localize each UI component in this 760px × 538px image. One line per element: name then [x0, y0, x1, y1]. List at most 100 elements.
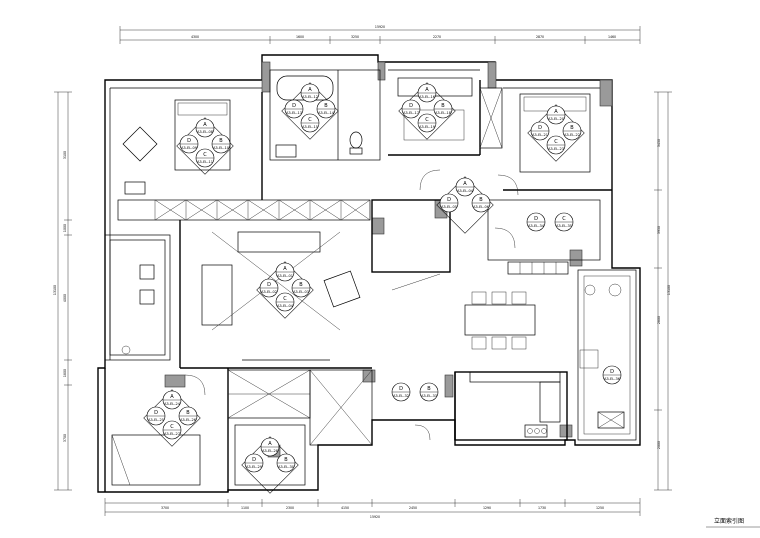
index-sheet-code: A3-EL-20	[548, 117, 565, 121]
drawing-title: 立面索引图	[714, 517, 744, 525]
structural-columns	[164, 61, 613, 458]
index-group-dining: D A3-EL-32 B A3-EL-33	[391, 382, 439, 402]
index-letter: A	[283, 266, 287, 272]
left-dim-3: 4000	[63, 294, 67, 302]
index-frame	[281, 82, 339, 140]
top-dim-1: 4300	[191, 35, 199, 39]
index-sheet-code: A3-EL-01	[277, 274, 293, 278]
index-letter: B	[441, 103, 445, 109]
index-sheet-code: A3-EL-14	[318, 111, 335, 115]
index-group-balcony: DA3-EL-36	[602, 365, 622, 385]
left-dim-1: 3100	[63, 151, 67, 159]
index-letter: A	[170, 394, 174, 400]
index-group-study: A A3-EL-16D A3-EL-17 B A3-EL-18C A3-EL-19	[398, 82, 456, 140]
index-sheet-code: A3-EL-02	[261, 290, 277, 294]
index-sheet-code: A3-EL-10	[213, 146, 230, 150]
index-frame	[176, 117, 234, 175]
index-sheet-code: A3-EL-25	[148, 418, 164, 422]
index-letter: A	[554, 109, 558, 115]
index-sheet-code: A3-EL-04	[277, 304, 294, 308]
index-sheet-code: A3-EL-11	[197, 160, 213, 164]
index-sheet-code: A3-EL-21	[532, 133, 548, 137]
index-letter: D	[252, 457, 256, 463]
index-sheet-code: A3-EL-03	[293, 290, 309, 294]
left-dim-4: 1800	[63, 369, 67, 377]
index-letter: D	[534, 216, 538, 222]
index-letter: A	[308, 87, 312, 93]
right-dim-1: 3450	[657, 139, 661, 147]
index-letter: D	[409, 103, 413, 109]
index-letter: D	[538, 125, 542, 131]
index-letter: C	[170, 424, 174, 430]
top-dim-5: 2870	[536, 35, 544, 39]
index-letter: B	[299, 282, 303, 288]
index-sheet-code: A3-EL-29	[246, 465, 263, 469]
bottom-dim-8: 1250	[596, 506, 604, 510]
index-letter: D	[399, 386, 403, 392]
bottom-dim-2: 1100	[241, 506, 249, 510]
index-letter: B	[186, 410, 190, 416]
bottom-dim-5: 2450	[409, 506, 417, 510]
right-dim-4: 2000	[657, 441, 661, 449]
index-sheet-code: A3-EL-12	[302, 95, 318, 99]
interior-partitions	[104, 69, 637, 492]
index-frame	[436, 176, 494, 234]
right-dim-2: 3950	[657, 226, 661, 234]
index-frame	[143, 389, 201, 447]
index-letter: D	[447, 197, 451, 203]
bottom-dim-7: 1730	[538, 506, 546, 510]
index-sheet-code: A3-EL-33	[421, 394, 437, 398]
index-sheet-code: A3-EL-17	[403, 111, 419, 115]
bottom-total-dim: 15920	[370, 515, 380, 519]
left-total-dim: 13100	[53, 285, 57, 295]
index-letter: D	[292, 103, 296, 109]
index-group-bedroom-2: A A3-EL-20D A3-EL-21 B A3-EL-22C A3-EL-23	[527, 104, 585, 162]
index-sheet-code: A3-EL-19	[419, 125, 436, 129]
index-sheet-code: A3-EL-13	[286, 111, 302, 115]
top-total-dim: 15920	[375, 25, 385, 29]
top-dim-6: 1460	[608, 35, 616, 39]
index-letter: C	[425, 117, 429, 123]
index-letter: C	[203, 152, 207, 158]
index-sheet-code: A3-EL-16	[419, 95, 436, 99]
bottom-dim-4: 4150	[341, 506, 349, 510]
index-sheet-code: A3-EL-15	[302, 125, 318, 129]
index-letter: A	[268, 441, 272, 447]
left-dim-5: 3700	[63, 434, 67, 442]
drawing-title-block: 立面索引图	[706, 517, 760, 528]
index-letter: B	[570, 125, 574, 131]
index-sheet-code: A3-EL-24	[164, 402, 181, 406]
index-letter: B	[284, 457, 288, 463]
bottom-dim-6: 1290	[483, 506, 491, 510]
index-sheet-code: A3-EL-23	[548, 147, 564, 151]
index-sheet-code: A3-EL-28	[262, 449, 279, 453]
bottom-dim-3: 2300	[286, 506, 294, 510]
index-sheet-code: A3-EL-22	[564, 133, 580, 137]
index-sheet-code: A3-EL-36	[604, 377, 621, 381]
index-sheet-code: A3-EL-26	[180, 418, 197, 422]
index-letter: B	[427, 386, 431, 392]
index-frame	[256, 261, 314, 319]
index-letter: A	[425, 87, 429, 93]
index-letter: D	[267, 282, 271, 288]
right-total-dim: 13100	[667, 285, 671, 295]
elevation-index-markers: AA3-EL-08DA3-EL-09BA3-EL-10CA3-EL-11AA3-…	[143, 82, 622, 494]
index-sheet-code: A3-EL-35	[556, 224, 572, 228]
top-dim-3: 3250	[351, 35, 359, 39]
index-group-kitchen: D A3-EL-34 C A3-EL-35	[526, 212, 574, 232]
right-dim-3: 2800	[657, 316, 661, 324]
index-letter: C	[554, 139, 558, 145]
index-letter: A	[203, 122, 207, 128]
index-frame	[398, 82, 456, 140]
index-sheet-code: A3-EL-18	[435, 111, 452, 115]
index-letter: C	[562, 216, 566, 222]
index-sheet-code: A3-EL-04	[457, 189, 474, 193]
index-sheet-code: A3-EL-30	[278, 465, 295, 469]
index-sheet-code: A3-EL-32	[393, 394, 409, 398]
index-sheet-code: A3-EL-34	[528, 224, 545, 228]
